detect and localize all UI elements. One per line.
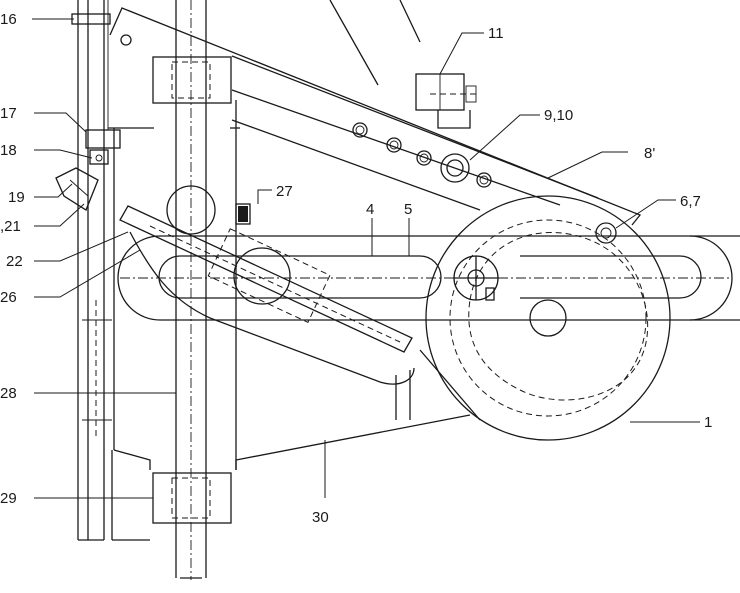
label-4: 4	[366, 201, 374, 218]
label-5: 5	[404, 201, 412, 218]
left-frame	[55, 0, 121, 541]
wheel-assembly	[419, 195, 671, 441]
label-29: 29	[0, 490, 17, 507]
upper-arm	[109, 0, 642, 226]
label-19: 19	[8, 189, 25, 206]
label-16: 16	[0, 11, 17, 28]
rod-clamp	[166, 185, 291, 305]
label-1: 1	[704, 414, 712, 431]
part-labels: 16 17 18 19 ,21 22 26 28 29 30 27 4 5 11…	[0, 11, 712, 526]
label-17: 17	[0, 105, 17, 122]
label-11: 11	[488, 25, 504, 42]
label-6-7: 6,7	[680, 193, 701, 210]
leader-lines	[32, 18, 700, 499]
label-9-10: 9,10	[544, 107, 573, 124]
diagonal-link	[119, 205, 415, 385]
label-26: 26	[0, 289, 17, 306]
label-22: 22	[6, 253, 23, 270]
label-18: 18	[0, 142, 17, 159]
label-8: 8'	[644, 145, 655, 162]
slot-bar	[117, 235, 740, 321]
label-27: 27	[276, 183, 293, 200]
label-28: 28	[0, 385, 17, 402]
label-20-21: ,21	[0, 218, 21, 235]
main-rod	[152, 0, 232, 580]
label-30: 30	[312, 509, 329, 526]
